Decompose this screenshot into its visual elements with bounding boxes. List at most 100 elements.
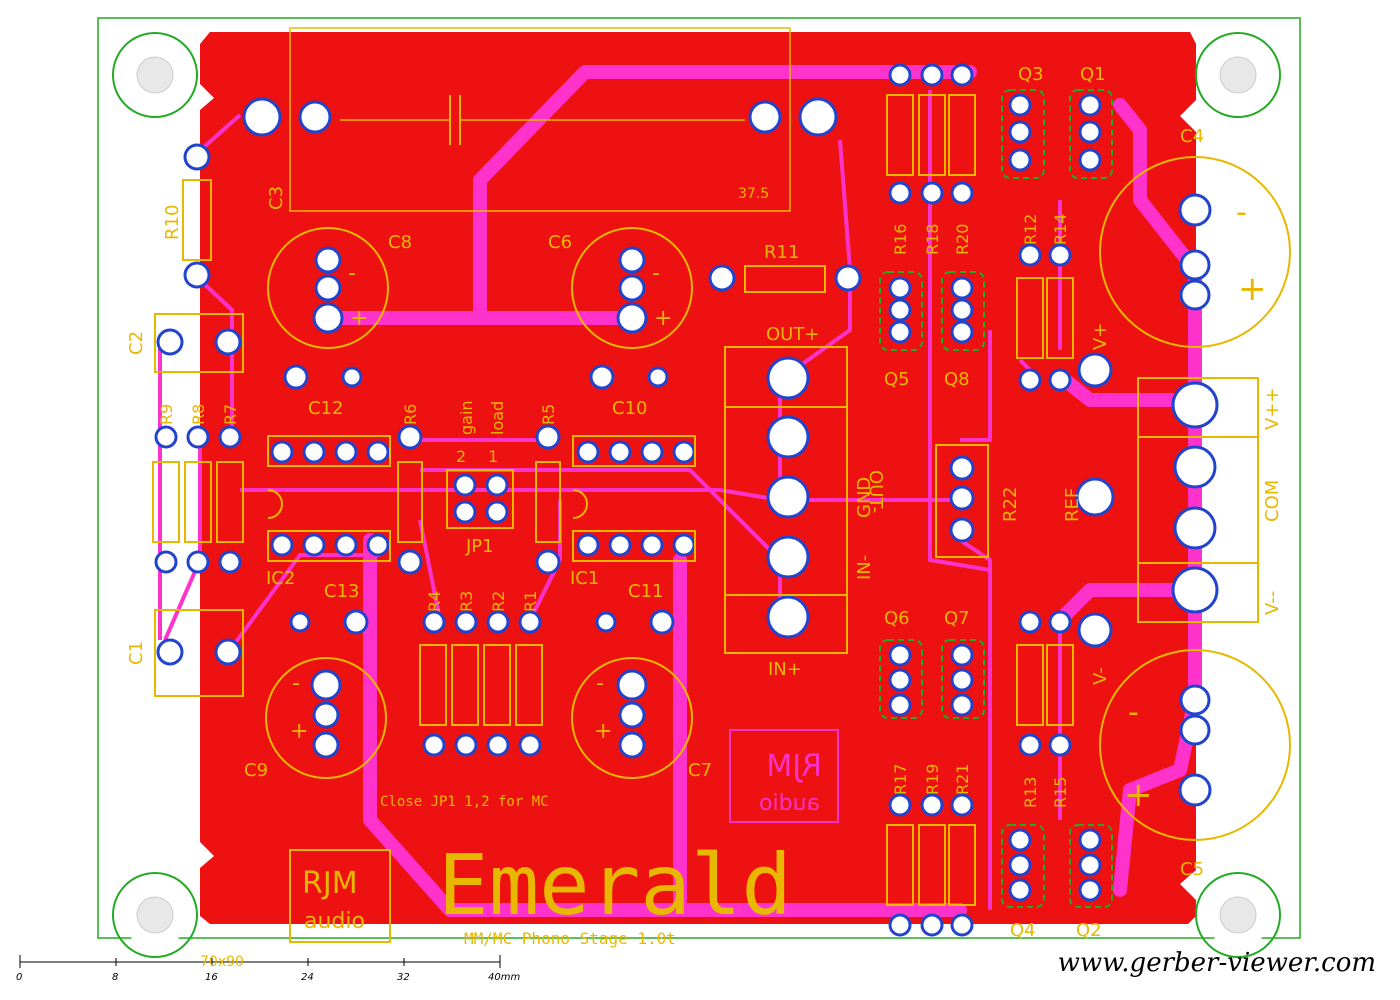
svg-text:audio: audio: [759, 791, 820, 816]
svg-text:REF: REF: [1062, 488, 1083, 522]
svg-text:R7: R7: [221, 404, 240, 425]
q-clusters: [879, 89, 1113, 908]
scale-bar: [19, 955, 501, 968]
mirrored-logo: RJM audio: [759, 749, 822, 816]
mount-hole-tr: [1195, 32, 1281, 118]
svg-text:R4: R4: [425, 591, 444, 612]
svg-text:Q8: Q8: [944, 369, 970, 390]
svg-text:GND: GND: [854, 477, 875, 518]
svg-text:Q7: Q7: [944, 608, 970, 629]
svg-text:R19: R19: [923, 764, 942, 795]
svg-text:2: 2: [456, 447, 466, 466]
svg-text:C11: C11: [628, 581, 663, 602]
component-labels: R10 C8 C6 - + - + C2 C1 C12 C10 C13 C11 …: [126, 64, 1283, 941]
svg-text:R11: R11: [764, 242, 799, 263]
svg-text:C12: C12: [308, 398, 343, 419]
c3-value: 37.5: [738, 186, 769, 202]
svg-text:R1: R1: [521, 591, 540, 612]
thin-traces: [158, 90, 1062, 910]
svg-text:-: -: [292, 671, 300, 696]
svg-text:R14: R14: [1051, 214, 1070, 245]
svg-text:R6: R6: [401, 404, 420, 425]
svg-text:C6: C6: [548, 232, 572, 253]
svg-text:R15: R15: [1051, 777, 1070, 808]
svg-text:OUT+: OUT+: [766, 324, 819, 345]
svg-text:-: -: [652, 261, 660, 286]
mount-hole-bl: [112, 872, 198, 958]
svg-text:R9: R9: [157, 404, 176, 425]
svg-text:R16: R16: [891, 224, 910, 255]
svg-text:load: load: [488, 401, 507, 435]
scale-tick-0: 0: [16, 972, 22, 983]
svg-text:C7: C7: [688, 760, 712, 781]
svg-text:Q1: Q1: [1080, 64, 1106, 85]
mount-hole-tl: [112, 32, 198, 118]
svg-text:R12: R12: [1021, 214, 1040, 245]
c3-label: C3: [266, 186, 287, 210]
svg-text:Q4: Q4: [1010, 920, 1036, 941]
scale-tick-40: 40mm: [488, 972, 520, 983]
watermark: www.gerber-viewer.com: [1057, 948, 1376, 978]
svg-text:V-: V-: [1090, 667, 1111, 685]
svg-text:+: +: [654, 306, 672, 331]
svg-text:Q6: Q6: [884, 608, 910, 629]
scale-tick-32: 32: [397, 972, 410, 983]
svg-text:R17: R17: [891, 764, 910, 795]
svg-text:-: -: [1128, 695, 1139, 730]
board-outline: [97, 17, 1301, 939]
svg-text:R5: R5: [539, 404, 558, 425]
board-subtitle: MM/MC Phono Stage 1.0t: [464, 929, 676, 948]
c3-outline: [289, 27, 791, 212]
svg-text:+: +: [290, 719, 308, 744]
svg-text:R2: R2: [489, 591, 508, 612]
svg-text:RJM: RJM: [766, 749, 822, 784]
svg-text:gain: gain: [457, 400, 476, 435]
svg-text:IC2: IC2: [266, 568, 295, 589]
pads: [154, 63, 1219, 937]
svg-text:Q3: Q3: [1018, 64, 1044, 85]
svg-text:+: +: [1124, 775, 1153, 815]
svg-text:C5: C5: [1180, 859, 1204, 880]
svg-text:R10: R10: [162, 205, 183, 240]
svg-text:R13: R13: [1021, 777, 1040, 808]
svg-text:V+: V+: [1090, 323, 1111, 350]
svg-text:C13: C13: [324, 581, 359, 602]
svg-text:C10: C10: [612, 398, 647, 419]
board-note: Close JP1 1,2 for MC: [380, 794, 549, 810]
scale-tick-8: 8: [112, 972, 118, 983]
svg-text:C4: C4: [1180, 126, 1204, 147]
svg-text:IC1: IC1: [570, 568, 599, 589]
board-title: Emerald: [438, 836, 792, 934]
svg-text:Q2: Q2: [1076, 920, 1102, 941]
svg-text:COM: COM: [1262, 480, 1283, 522]
svg-text:Q5: Q5: [884, 369, 910, 390]
svg-text:IN+: IN+: [768, 659, 802, 680]
svg-text:R21: R21: [953, 764, 972, 795]
svg-text:R3: R3: [457, 591, 476, 612]
svg-text:V--: V--: [1262, 591, 1283, 615]
svg-text:+: +: [594, 719, 612, 744]
svg-text:R20: R20: [953, 224, 972, 255]
svg-text:R18: R18: [923, 224, 942, 255]
svg-text:C9: C9: [244, 760, 268, 781]
scale-tick-16: 16: [205, 972, 218, 983]
scale-size-label: 70x90: [200, 954, 244, 970]
logo-audio: audio: [304, 909, 365, 934]
svg-text:1: 1: [488, 447, 498, 466]
scale-tick-24: 24: [301, 972, 314, 983]
mount-hole-br: [1195, 872, 1281, 958]
svg-text:C2: C2: [126, 331, 147, 355]
logo-rjm: RJM: [302, 866, 358, 901]
svg-text:IN-: IN-: [854, 555, 875, 580]
svg-text:V++: V++: [1262, 388, 1283, 430]
svg-text:-: -: [1236, 195, 1247, 230]
svg-text:OUT-: OUT-: [865, 470, 886, 513]
traces: [313, 65, 1202, 917]
svg-text:-: -: [596, 671, 604, 696]
svg-text:-: -: [348, 261, 356, 286]
svg-text:C1: C1: [126, 641, 147, 665]
svg-text:C8: C8: [388, 232, 412, 253]
silkscreen: [152, 94, 1291, 943]
svg-text:R8: R8: [189, 404, 208, 425]
